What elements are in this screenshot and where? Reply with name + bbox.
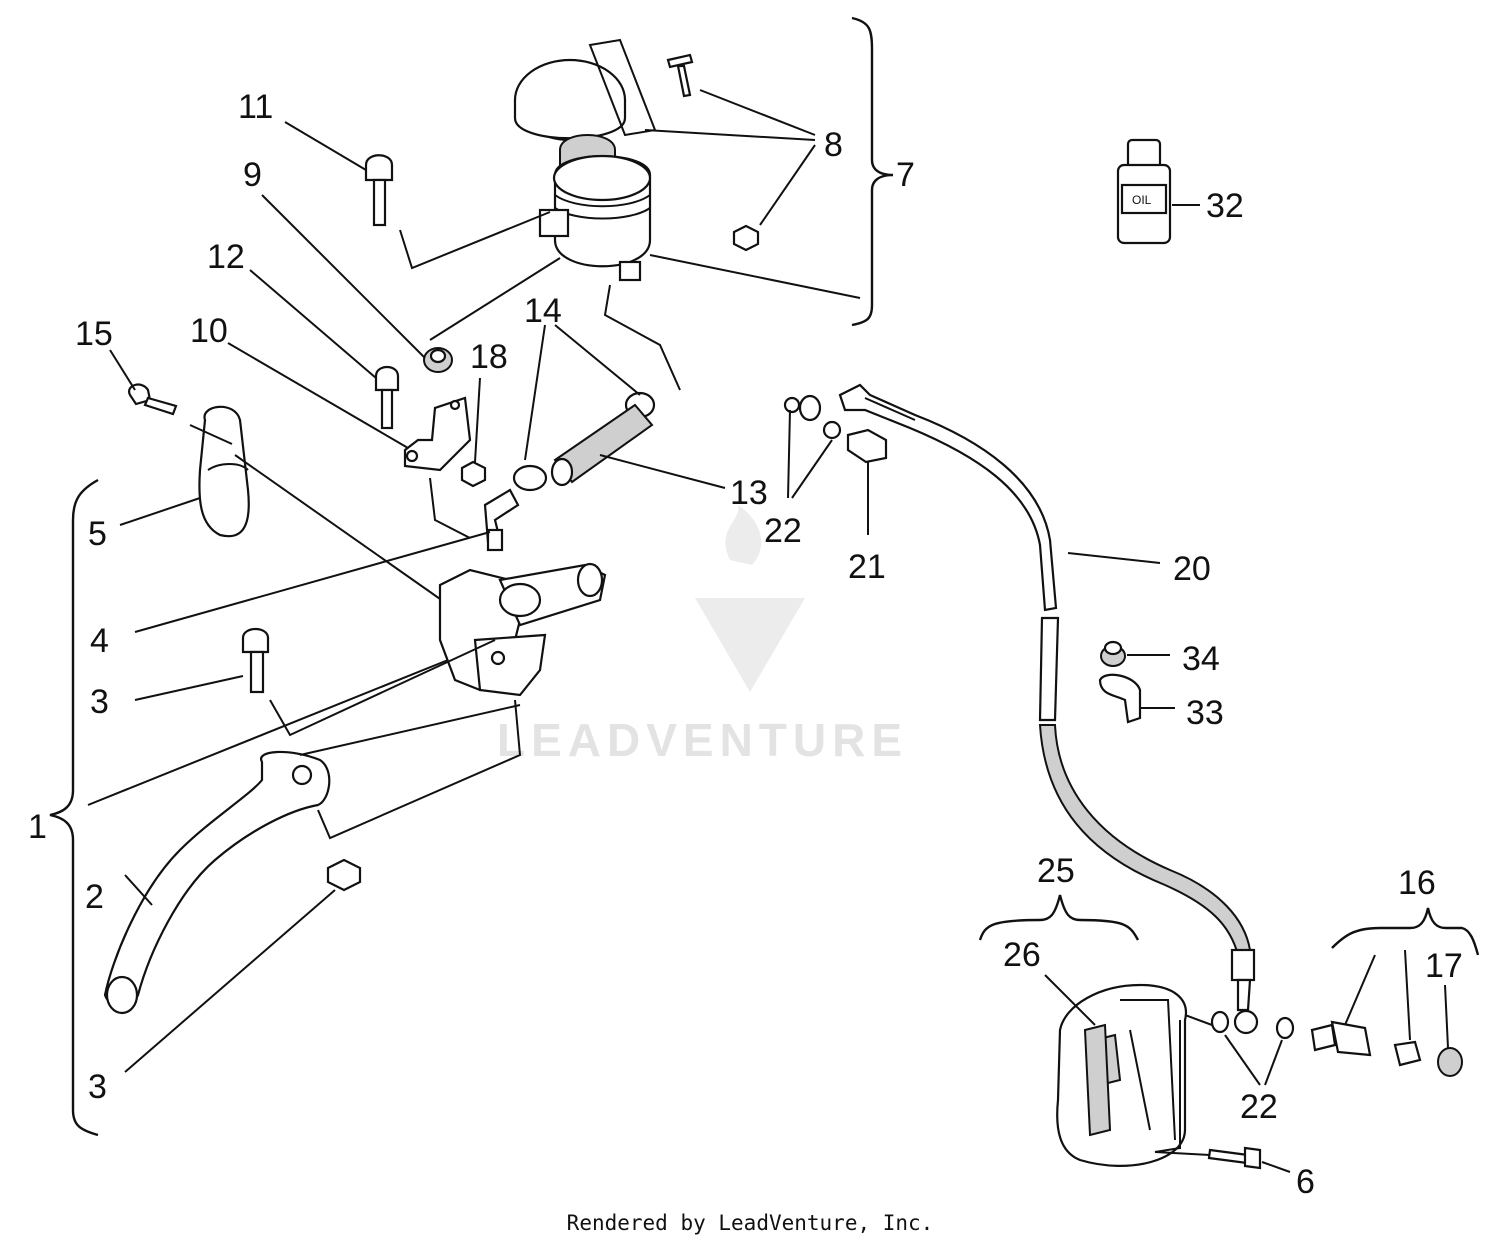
callout-4: 4 [90,622,109,660]
callout-20: 20 [1173,550,1211,588]
washer-22-lower [1210,1010,1295,1040]
callout-13: 13 [730,474,768,512]
callout-5: 5 [88,515,107,553]
callout-7: 7 [896,156,915,194]
reservoir-cap [513,58,627,181]
brace-16 [1331,907,1480,956]
callout-16: 16 [1398,864,1436,902]
callout-12: 12 [207,238,245,276]
washer-22-upper [783,394,842,440]
callout-6: 6 [1296,1163,1315,1201]
brace-7 [851,16,894,327]
hose-clip-33 [1098,673,1142,724]
callout-17: 17 [1425,947,1463,985]
grommet-9 [423,347,453,373]
callout-14: 14 [524,292,562,330]
caliper-bolt-6 [1207,1146,1262,1170]
leadventure-watermark: LEADVENTURE [497,505,908,766]
lever-2 [103,750,331,1015]
bolt-12 [374,365,400,430]
callout-22-upper: 22 [764,512,802,550]
elbow-fitting-4 [483,488,520,552]
footer-credit: Rendered by LeadVenture, Inc. [567,1211,934,1235]
callout-15: 15 [75,315,113,353]
callout-22-lower: 22 [1240,1088,1278,1126]
bracket-10 [403,396,472,472]
callout-8: 8 [824,126,843,164]
brake-hose-20 [838,383,1259,1035]
pivot-bolt-3 [241,627,270,694]
callout-18: 18 [470,338,508,376]
brake-pad-26 [1083,1023,1112,1137]
callout-32: 32 [1206,187,1244,225]
banjo-bolt-21 [846,428,888,464]
grommet-34 [1100,640,1126,667]
callout-33: 33 [1186,694,1224,732]
callout-1: 1 [28,808,47,846]
callout-2: 2 [85,878,104,916]
bolt-15 [128,383,178,416]
lever-nut-3 [326,858,362,892]
bleeder-cap-17 [1437,1047,1463,1077]
master-cylinder [438,562,607,697]
brace-1 [49,478,99,1137]
watermark-text: LEADVENTURE [497,714,908,766]
callout-25: 25 [1037,852,1075,890]
brake-fluid-bottle: OIL [1116,138,1172,245]
clamp-5 [198,405,250,538]
callout-34: 34 [1182,640,1220,678]
reservoir-body [538,154,652,282]
reservoir-nut [732,224,760,252]
reservoir-screw [666,53,694,98]
bolt-11 [364,154,394,227]
nut-18 [460,460,487,488]
brace-25 [978,894,1140,941]
callout-3-lower: 3 [88,1068,107,1106]
hose-13 [550,403,654,487]
callout-3-upper: 3 [90,683,109,721]
callout-10: 10 [190,312,228,350]
bleeder-valve-16 [1310,1020,1422,1067]
caliper-25 [1056,983,1188,1167]
callout-11: 11 [238,88,273,126]
bottle-label: OIL [1132,193,1152,207]
callout-9: 9 [243,156,262,194]
callout-26: 26 [1003,936,1041,974]
callout-21: 21 [848,548,886,586]
